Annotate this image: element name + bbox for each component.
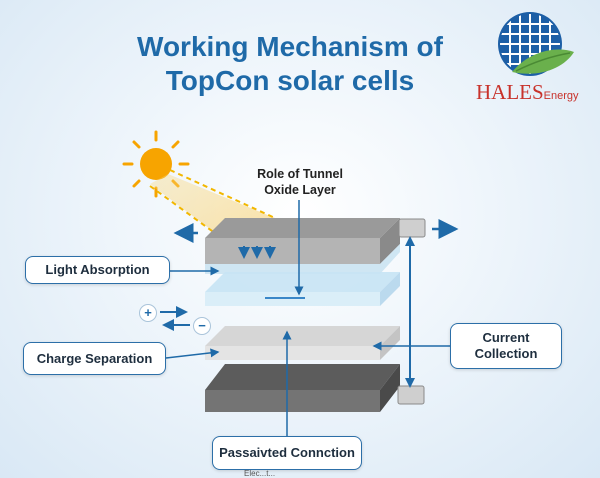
footer-caption: Elec...t... xyxy=(244,469,276,478)
tunnel-oxide-label-line-2: Oxide Layer xyxy=(264,183,336,197)
current-collection-line-2: Collection xyxy=(474,346,538,361)
silver-layer xyxy=(205,326,400,360)
logo-suffix: Energy xyxy=(543,90,579,102)
page-title: Working Mechanism of TopCon solar cells xyxy=(60,30,520,98)
light-absorption-label: Light Absorption xyxy=(25,256,170,284)
logo-brand: HALES xyxy=(476,80,544,104)
passivated-connection-label: Passaivted Connction xyxy=(212,436,362,470)
title-line-1: Working Mechanism of xyxy=(137,31,443,62)
plus-charge-icon: + xyxy=(139,304,157,322)
logo-wordmark: HALESEnergy xyxy=(476,80,579,105)
tunnel-oxide-label: Role of Tunnel Oxide Layer xyxy=(244,166,356,198)
minus-charge-icon: − xyxy=(193,317,211,335)
tunnel-oxide-layer xyxy=(205,272,400,306)
charge-separation-label: Charge Separation xyxy=(23,342,166,375)
title-line-2: TopCon solar cells xyxy=(165,65,415,96)
passivated-connection-text: Passaivted Connction xyxy=(219,445,355,460)
top-layer xyxy=(205,218,400,264)
top-contact xyxy=(398,218,426,238)
charge-separation-text: Charge Separation xyxy=(36,350,153,366)
bottom-layer xyxy=(205,364,400,412)
bottom-contact xyxy=(397,385,425,405)
tunnel-oxide-label-line-1: Role of Tunnel xyxy=(257,167,343,181)
absorber-strip xyxy=(205,244,400,274)
hales-energy-logo xyxy=(498,12,574,76)
current-collection-line-1: Current xyxy=(482,330,530,345)
current-collection-label: Current Collection xyxy=(450,323,562,369)
light-absorption-text: Light Absorption xyxy=(45,262,150,277)
